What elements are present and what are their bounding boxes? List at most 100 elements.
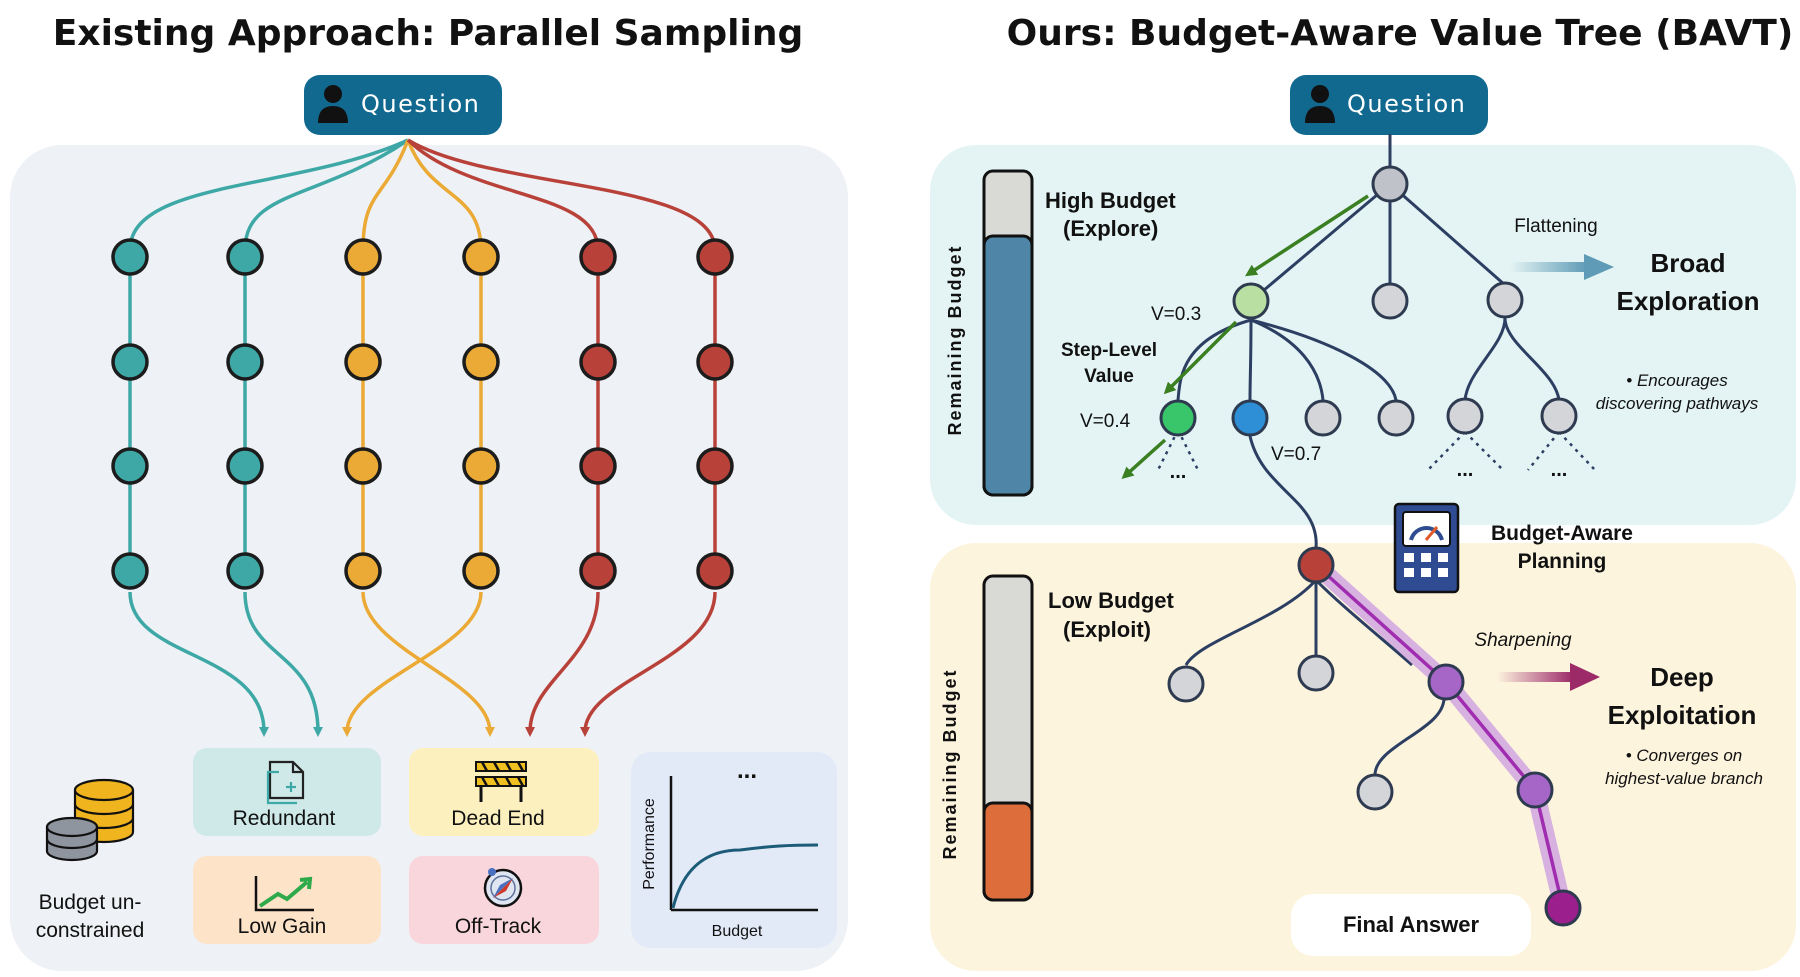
left-question-button[interactable]: Question <box>304 75 502 135</box>
final-answer-label: Final Answer <box>1343 912 1480 937</box>
chain-node <box>696 552 734 590</box>
high-budget-bar <box>982 169 1034 497</box>
mini-chart-xlabel: Budget <box>712 923 763 940</box>
duplicate-file-icon <box>266 760 305 805</box>
chain-node <box>579 238 617 276</box>
chain-node <box>579 343 617 381</box>
tree-node-v04 <box>1159 399 1197 437</box>
chain-node <box>579 447 617 485</box>
chain-lines <box>128 256 717 572</box>
final-node <box>1544 889 1582 927</box>
high-budget-bar-fill <box>982 234 1034 497</box>
chain-node <box>462 447 500 485</box>
left-question-label: Question <box>361 90 480 118</box>
chain-node <box>344 552 382 590</box>
deep-exploitation-line1: Deep <box>1650 662 1714 692</box>
chain-node <box>111 447 149 485</box>
redundant-box: Redundant <box>193 748 381 836</box>
right-question-label: Question <box>1347 90 1466 118</box>
chain-node <box>344 343 382 381</box>
mini-chart-ellipsis: ... <box>737 757 757 784</box>
step-level-line2: Value <box>1084 366 1134 387</box>
right-title: Ours: Budget-Aware Value Tree (BAVT) <box>1007 13 1794 54</box>
user-icon <box>1305 85 1335 123</box>
tree-node <box>1356 773 1394 811</box>
final-answer-box: Final Answer <box>1291 894 1531 956</box>
ellipsis: ... <box>1457 459 1474 481</box>
chain-node <box>226 447 264 485</box>
root-node <box>1371 165 1409 203</box>
tree-node <box>1540 397 1578 435</box>
low-budget-bar <box>982 574 1034 902</box>
tree-node-v03 <box>1232 282 1270 320</box>
low-budget-bar-fill <box>982 801 1034 902</box>
off-track-label: Off-Track <box>455 915 542 938</box>
value-guided-arrows <box>1121 194 1369 480</box>
value-label-v04: V=0.4 <box>1080 411 1131 432</box>
high-budget-remaining-label: Remaining Budget <box>945 244 965 435</box>
tree-nodes <box>1159 165 1582 927</box>
step-level-line1: Step-Level <box>1061 340 1157 361</box>
chain-node <box>579 552 617 590</box>
encourages-line1: • Encourages <box>1626 371 1728 390</box>
flattening-arrow <box>1510 254 1614 280</box>
chain-node <box>226 343 264 381</box>
planning-line2: Planning <box>1518 550 1607 573</box>
performance-mini-chart: ... Performance Budget <box>631 752 837 948</box>
chain-node <box>696 343 734 381</box>
dead-end-box: Dead End <box>409 748 599 836</box>
dead-end-label: Dead End <box>451 807 544 830</box>
low-budget-region <box>930 543 1796 971</box>
broad-exploration-line2: Exploration <box>1616 286 1759 316</box>
low-gain-label: Low Gain <box>238 915 327 938</box>
compass-icon <box>483 868 523 908</box>
redundant-label: Redundant <box>233 807 336 830</box>
budget-unconstrained-line1: Budget un- <box>39 891 142 914</box>
mini-chart-ylabel: Performance <box>641 798 658 890</box>
exploit-node <box>1427 663 1465 701</box>
sharpening-arrow <box>1497 663 1600 691</box>
chain-node <box>226 552 264 590</box>
barrier-icon <box>475 761 527 802</box>
high-budget-region <box>930 145 1796 525</box>
tree-node <box>1304 399 1342 437</box>
chain-node <box>696 447 734 485</box>
ellipsis: ... <box>1170 461 1187 483</box>
selected-node <box>1297 546 1335 584</box>
chain-node <box>462 238 500 276</box>
chain-node <box>344 238 382 276</box>
low-budget-line2: (Exploit) <box>1063 617 1151 642</box>
chain-node <box>111 552 149 590</box>
encourages-line2: discovering pathways <box>1596 394 1759 413</box>
fan-out-edges <box>128 138 717 251</box>
exploit-node <box>1516 771 1554 809</box>
tree-node <box>1486 281 1524 319</box>
highlighted-exploit-path <box>1307 556 1572 917</box>
tree-node-v07 <box>1231 399 1269 437</box>
high-budget-line1: High Budget <box>1045 188 1176 213</box>
tree-node <box>1371 282 1409 320</box>
sharpening-label: Sharpening <box>1474 630 1572 651</box>
converges-line1: • Converges on <box>1626 746 1743 765</box>
ellipsis: ... <box>1551 459 1568 481</box>
planning-line1: Budget-Aware <box>1491 522 1633 545</box>
chain-node <box>111 343 149 381</box>
tree-node <box>1167 665 1205 703</box>
tree-node <box>1377 399 1415 437</box>
low-budget-line1: Low Budget <box>1048 588 1175 613</box>
high-budget-line2: (Explore) <box>1063 216 1158 241</box>
tree-node <box>1446 397 1484 435</box>
left-title: Existing Approach: Parallel Sampling <box>53 13 803 54</box>
deep-exploitation-line2: Exploitation <box>1608 700 1757 730</box>
chain-node <box>462 343 500 381</box>
tree-node <box>1297 654 1335 692</box>
calculator-gauge-icon <box>1393 502 1460 594</box>
chain-node <box>111 238 149 276</box>
right-question-button[interactable]: Question <box>1290 75 1488 135</box>
low-gain-box: Low Gain <box>193 856 381 944</box>
broad-exploration-line1: Broad <box>1650 248 1725 278</box>
trend-up-icon <box>254 876 314 912</box>
low-budget-remaining-label: Remaining Budget <box>940 668 960 859</box>
flattening-label: Flattening <box>1514 216 1597 237</box>
